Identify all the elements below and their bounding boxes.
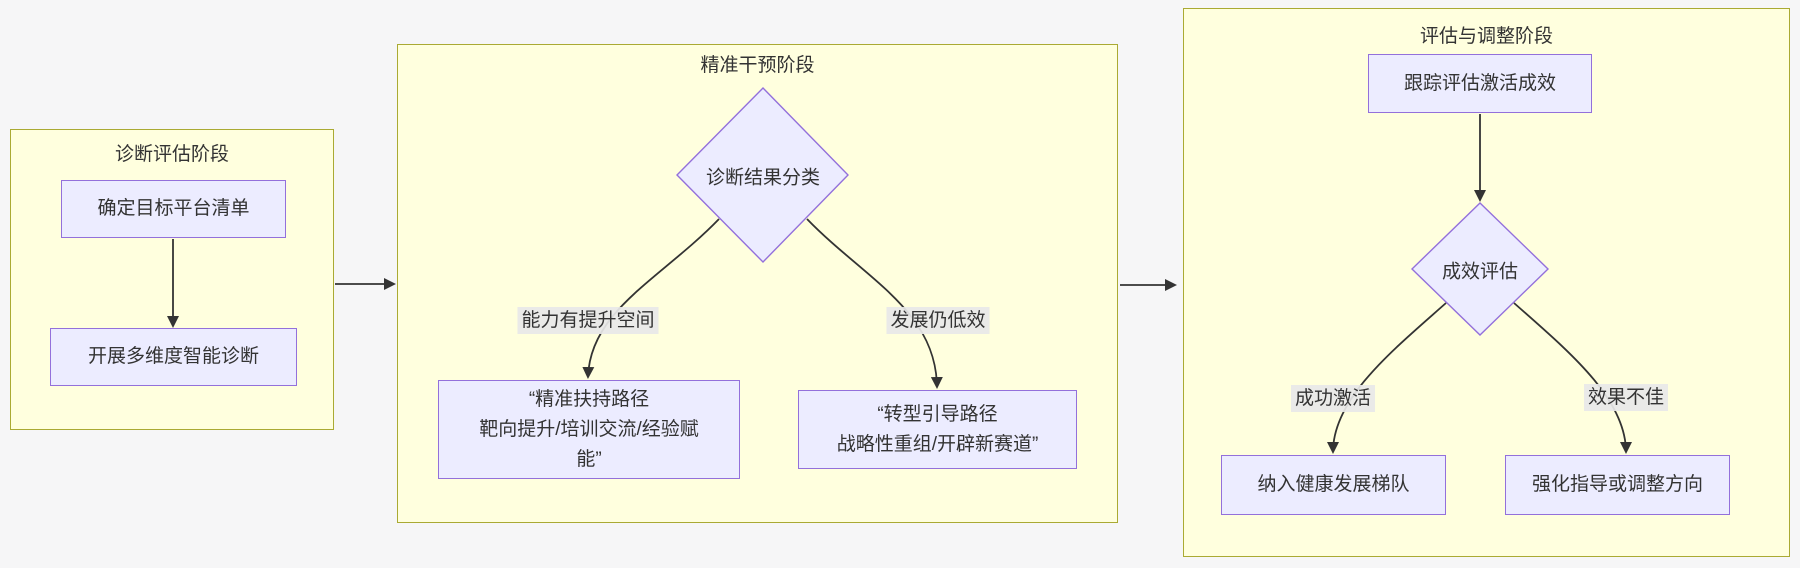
node-support-path-line1: “精准扶持路径 xyxy=(528,388,650,410)
node-target-list-label: 确定目标平台清单 xyxy=(97,198,250,219)
node-multi-diagnosis-label: 开展多维度智能诊断 xyxy=(87,346,259,367)
edge-label-activated: 成功激活 xyxy=(1290,385,1376,412)
node-healthy-tier: 纳入健康发展梯队 xyxy=(1221,455,1446,515)
node-target-list: 确定目标平台清单 xyxy=(61,180,286,238)
node-track-eval: 跟踪评估激活成效 xyxy=(1368,54,1592,113)
node-track-eval-label: 跟踪评估激活成效 xyxy=(1403,72,1556,94)
node-transform-path: “转型引导路径 战略性重组/开辟新赛道” xyxy=(798,390,1077,469)
cluster-stage2-title: 精准干预阶段 xyxy=(700,55,815,76)
edge-label-still-inefficient: 发展仍低效 xyxy=(886,307,990,334)
cluster-stage3-title: 评估与调整阶段 xyxy=(1419,26,1553,47)
decision-classify-label: 诊断结果分类 xyxy=(705,167,821,189)
edge-label-improve-space: 能力有提升空间 xyxy=(517,307,659,334)
decision-effect-label: 成效评估 xyxy=(1441,261,1519,283)
node-adjust-direction-label: 强化指导或调整方向 xyxy=(1531,474,1703,495)
node-adjust-direction: 强化指导或调整方向 xyxy=(1505,455,1730,515)
node-support-path: “精准扶持路径 靶向提升/培训交流/经验赋 能” xyxy=(438,380,740,479)
node-support-path-line2: 靶向提升/培训交流/经验赋 xyxy=(479,418,699,440)
node-healthy-tier-label: 纳入健康发展梯队 xyxy=(1257,474,1410,495)
node-transform-path-line1: “转型引导路径 xyxy=(877,403,998,425)
cluster-stage1-title: 诊断评估阶段 xyxy=(114,144,229,165)
node-support-path-line3: 能” xyxy=(576,448,602,470)
edge-label-poor-effect: 效果不佳 xyxy=(1583,384,1669,411)
node-multi-diagnosis: 开展多维度智能诊断 xyxy=(50,328,297,386)
node-transform-path-line2: 战略性重组/开辟新赛道” xyxy=(836,433,1039,455)
